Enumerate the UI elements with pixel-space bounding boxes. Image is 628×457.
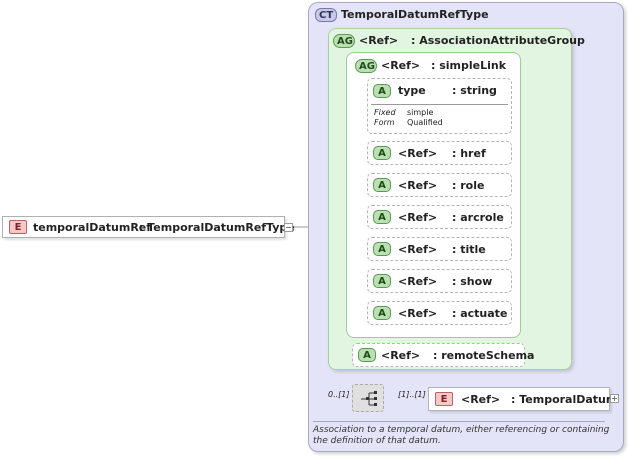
attribute-name: : actuate bbox=[452, 307, 508, 320]
sequence-icon bbox=[361, 391, 377, 406]
temporal-datum-ref: <Ref> bbox=[461, 393, 501, 406]
attribute-badge: A bbox=[373, 306, 391, 320]
attribute-name: : show bbox=[452, 275, 493, 288]
element-badge: E bbox=[9, 220, 27, 234]
attribute-name: : href bbox=[452, 147, 486, 160]
association-group-name: : AssociationAttributeGroup bbox=[411, 34, 585, 47]
description-text: Association to a temporal datum, either … bbox=[313, 425, 610, 446]
type-attr-type: : string bbox=[452, 84, 497, 97]
divider bbox=[371, 104, 508, 105]
remote-schema-name: : remoteSchema bbox=[433, 349, 535, 362]
simple-link-ref: <Ref> bbox=[381, 59, 421, 72]
attribute-ref: <Ref> bbox=[398, 147, 438, 160]
type-attribute-box[interactable]: A type : string Fixed simple Form Qualif… bbox=[367, 78, 512, 134]
expand-toggle[interactable] bbox=[610, 394, 619, 403]
attribute-badge: A bbox=[373, 242, 391, 256]
simple-link-name: : simpleLink bbox=[431, 59, 507, 72]
attribute-badge: A bbox=[373, 274, 391, 288]
element-badge: E bbox=[435, 392, 453, 406]
root-element-type: : TemporalDatumRefType bbox=[139, 221, 295, 234]
complex-type-name: TemporalDatumRefType bbox=[341, 8, 489, 21]
type-attr-name: type bbox=[398, 84, 426, 97]
attribute-badge: A bbox=[373, 178, 391, 192]
complex-type-badge: CT bbox=[315, 8, 337, 22]
form-label: Form bbox=[374, 118, 395, 127]
root-element-box[interactable]: E temporalDatumRef : TemporalDatumRefTyp… bbox=[2, 216, 295, 238]
show-attribute-box[interactable]: A <Ref> : show bbox=[367, 269, 512, 293]
attribute-ref: <Ref> bbox=[398, 179, 438, 192]
href-attribute-box[interactable]: A <Ref> : href bbox=[367, 141, 512, 165]
temporal-datum-name: : TemporalDatum bbox=[511, 393, 618, 406]
attribute-badge: A bbox=[358, 348, 376, 362]
attribute-group-badge: AG bbox=[333, 34, 355, 48]
attribute-ref: <Ref> bbox=[398, 211, 438, 224]
role-attribute-box[interactable]: A <Ref> : role bbox=[367, 173, 512, 197]
description-divider bbox=[313, 421, 605, 422]
sequence-compositor[interactable] bbox=[352, 384, 384, 412]
association-group-ref: <Ref> bbox=[359, 34, 399, 47]
attribute-badge: A bbox=[373, 210, 391, 224]
root-element-label: temporalDatumRef bbox=[33, 221, 152, 234]
attribute-ref: <Ref> bbox=[398, 307, 438, 320]
attribute-badge: A bbox=[373, 84, 391, 98]
remote-schema-ref: <Ref> bbox=[381, 349, 421, 362]
attribute-badge: A bbox=[373, 146, 391, 160]
fixed-value: simple bbox=[407, 108, 434, 117]
child-occurrence: [1]..[1] bbox=[398, 390, 426, 399]
actuate-attribute-box[interactable]: A <Ref> : actuate bbox=[367, 301, 512, 325]
attribute-name: : role bbox=[452, 179, 485, 192]
sequence-occurrence: 0..[1] bbox=[328, 390, 350, 399]
attribute-group-badge: AG bbox=[355, 59, 377, 73]
arcrole-attribute-box[interactable]: A <Ref> : arcrole bbox=[367, 205, 512, 229]
attribute-ref: <Ref> bbox=[398, 243, 438, 256]
form-value: Qualified bbox=[407, 118, 443, 127]
title-attribute-box[interactable]: A <Ref> : title bbox=[367, 237, 512, 261]
attribute-name: : title bbox=[452, 243, 486, 256]
attribute-name: : arcrole bbox=[452, 211, 504, 224]
collapse-toggle[interactable] bbox=[284, 223, 293, 232]
remote-schema-attribute-box[interactable]: A <Ref> : remoteSchema bbox=[352, 343, 534, 367]
attribute-ref: <Ref> bbox=[398, 275, 438, 288]
temporal-datum-element-box[interactable]: E <Ref> : TemporalDatum bbox=[428, 387, 617, 411]
fixed-label: Fixed bbox=[374, 108, 396, 117]
